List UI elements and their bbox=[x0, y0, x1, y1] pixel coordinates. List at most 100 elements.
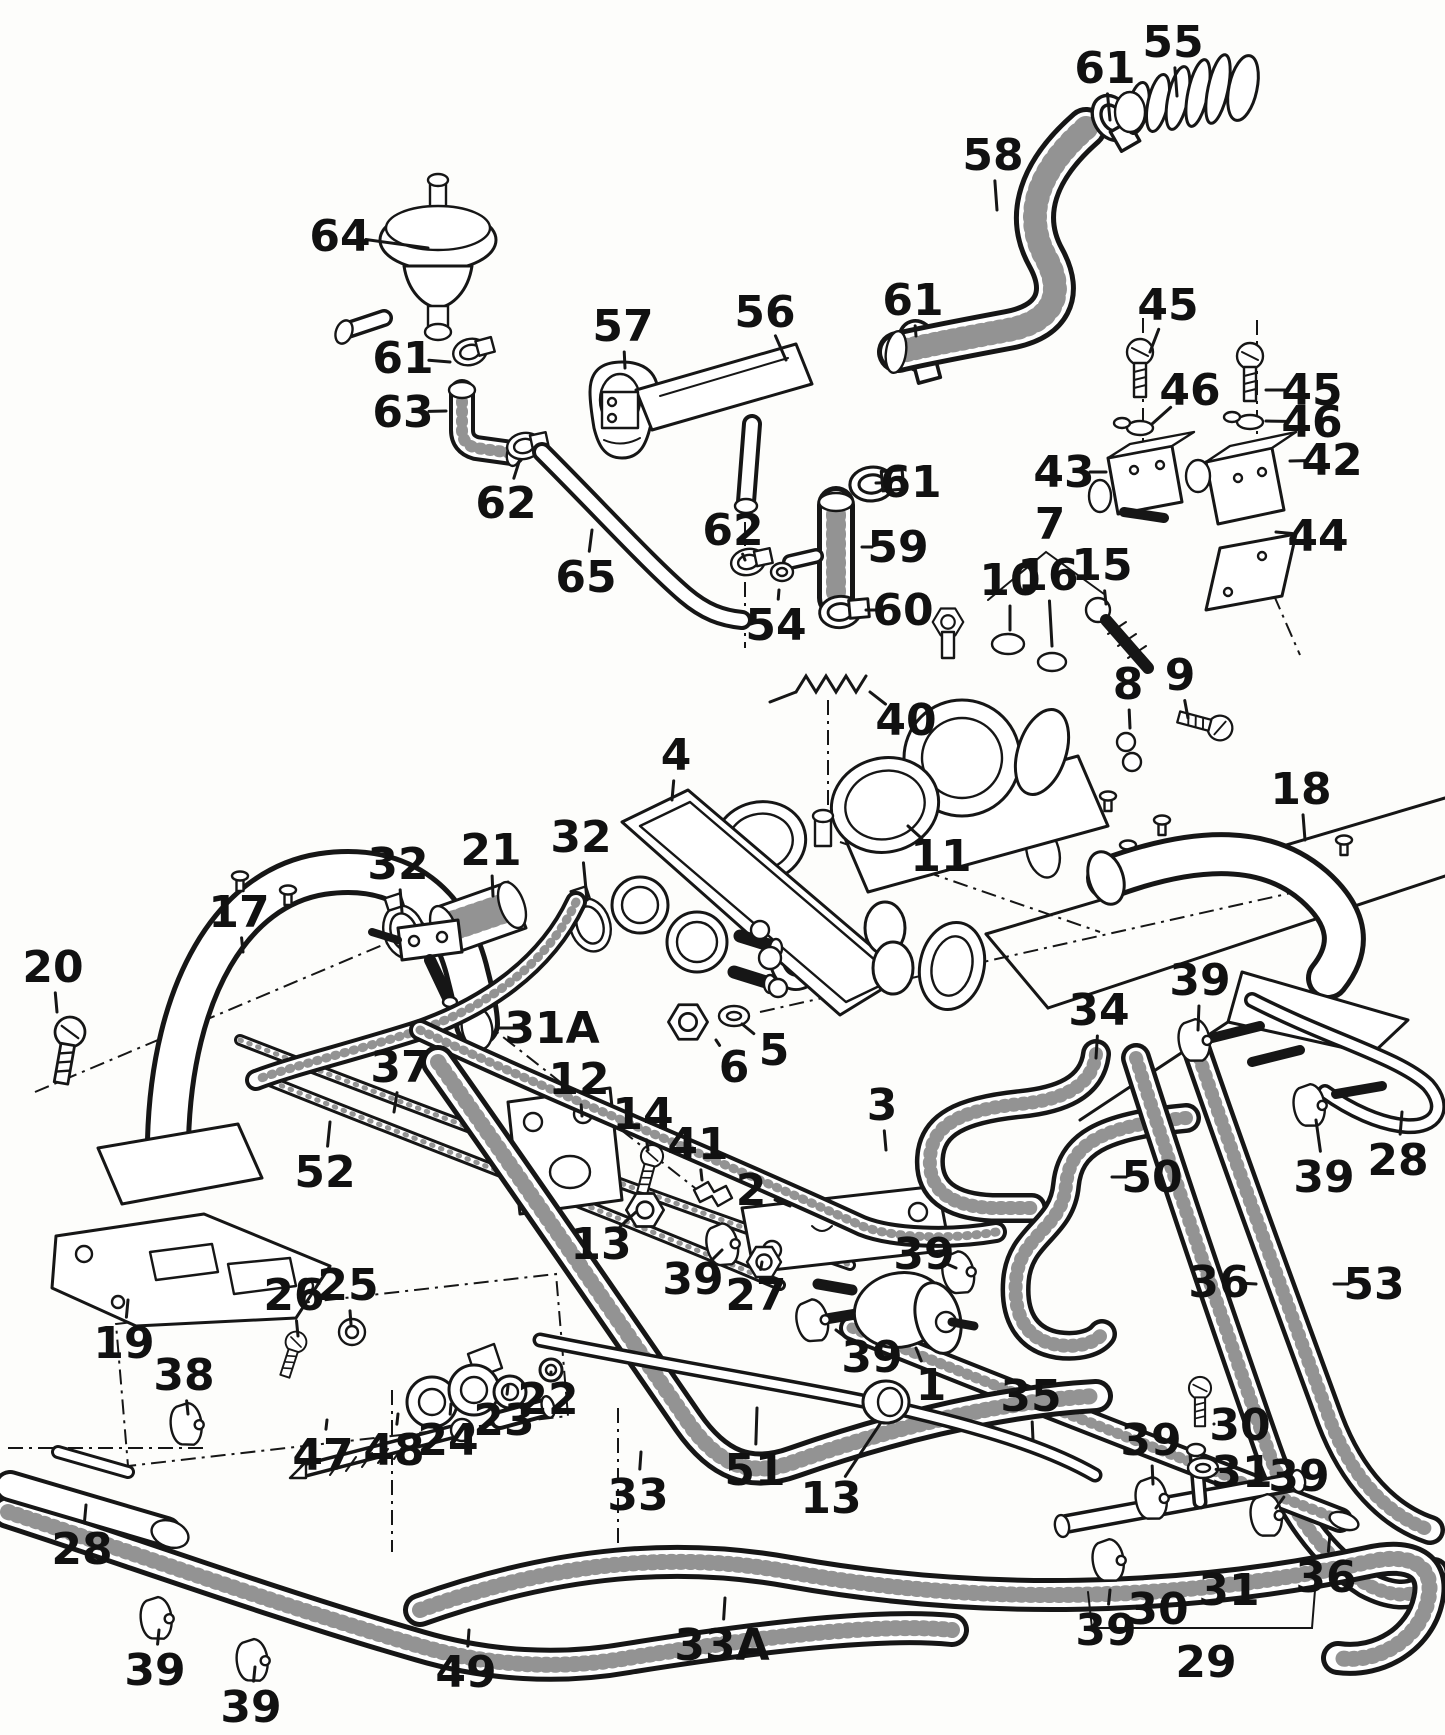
part-number-label: 15 bbox=[1071, 540, 1132, 591]
part-number-label: 56 bbox=[734, 287, 795, 338]
leader-line bbox=[581, 861, 589, 902]
washer-25 bbox=[337, 1317, 367, 1347]
part-number-label: 39 bbox=[841, 1332, 902, 1383]
leader-line bbox=[1183, 699, 1190, 720]
part-number-label: 62 bbox=[702, 505, 763, 556]
part-number-label: 36 bbox=[1188, 1257, 1249, 1308]
hose-35 bbox=[852, 1328, 1360, 1534]
hose-58 bbox=[883, 128, 1086, 375]
part-number-label: 51 bbox=[724, 1445, 785, 1496]
part-number-label: 58 bbox=[962, 130, 1023, 181]
leader-line bbox=[1148, 327, 1161, 354]
part-number-label: 59 bbox=[867, 522, 928, 573]
leader-line bbox=[1094, 1034, 1099, 1060]
leader-line bbox=[1326, 1532, 1332, 1553]
part-number-label: 6 bbox=[719, 1042, 750, 1093]
part-number-label: 28 bbox=[51, 1524, 112, 1575]
leader-line bbox=[638, 1450, 643, 1471]
part-number-label: 14 bbox=[612, 1089, 673, 1140]
part-number-label: 64 bbox=[309, 211, 370, 262]
part-number-label: 61 bbox=[1074, 43, 1135, 94]
oring-10 bbox=[990, 632, 1026, 656]
part-number-label: 1 bbox=[916, 1360, 947, 1411]
part-number-label: 39 bbox=[1268, 1451, 1329, 1502]
leader-line bbox=[834, 1328, 853, 1343]
leader-line bbox=[993, 179, 999, 212]
part-number-label: 61 bbox=[372, 333, 433, 384]
switch-42 bbox=[1184, 430, 1298, 526]
part-number-label: 62 bbox=[475, 478, 536, 529]
part-number-label: 39 bbox=[124, 1645, 185, 1696]
clamp-61 bbox=[449, 332, 498, 371]
leader-line bbox=[427, 358, 452, 364]
part-number-label: 13 bbox=[570, 1219, 631, 1270]
part-number-label: 12 bbox=[548, 1054, 609, 1105]
oring-16 bbox=[1036, 651, 1068, 673]
part-number-label: 11 bbox=[910, 831, 971, 882]
leader-line bbox=[326, 1120, 332, 1148]
stud bbox=[1334, 834, 1354, 857]
leader-line bbox=[709, 1248, 724, 1263]
part-number-label: 33A bbox=[674, 1620, 769, 1671]
leader-line bbox=[185, 1399, 190, 1416]
leader-line bbox=[295, 1319, 300, 1338]
part-number-label: 31 bbox=[1198, 1565, 1259, 1616]
leader-line bbox=[1214, 1467, 1224, 1472]
part-number-label: 37 bbox=[370, 1042, 431, 1093]
leader-line bbox=[1196, 1004, 1201, 1032]
part-number-label: 8 bbox=[1113, 659, 1144, 710]
part-number-label: 24 bbox=[417, 1415, 478, 1466]
part-number-label: 7 bbox=[1035, 499, 1066, 550]
part-number-label: 23 bbox=[473, 1395, 534, 1446]
screw-45-right bbox=[1235, 341, 1265, 403]
clip-8 bbox=[1115, 731, 1143, 773]
part-number-label: 10 bbox=[979, 555, 1040, 606]
part-number-label: 40 bbox=[875, 695, 936, 746]
part-number-label: 5 bbox=[759, 1025, 790, 1076]
leader-line bbox=[1301, 813, 1307, 842]
leader-line bbox=[776, 588, 781, 601]
seal-23 bbox=[492, 1374, 528, 1410]
washer-46-left bbox=[1112, 416, 1155, 437]
leader-line bbox=[741, 552, 747, 562]
leader-line bbox=[1314, 1118, 1322, 1153]
leader-line bbox=[587, 528, 594, 553]
leader-line bbox=[843, 1422, 882, 1478]
part-number-label: 30 bbox=[1209, 1400, 1270, 1451]
leader-line bbox=[773, 1198, 792, 1208]
bracket-29 bbox=[1087, 1589, 1316, 1629]
part-number-label: 38 bbox=[153, 1350, 214, 1401]
leader-line bbox=[1243, 1281, 1258, 1286]
leader-line bbox=[1105, 92, 1112, 122]
leader-line bbox=[754, 1406, 759, 1446]
rod-47 bbox=[288, 1417, 475, 1480]
nut-13 bbox=[624, 1192, 666, 1228]
leader-line bbox=[914, 1346, 923, 1363]
leader-line bbox=[82, 1503, 88, 1525]
leader-line bbox=[1173, 66, 1179, 98]
leader-line bbox=[1398, 1110, 1404, 1136]
valve-64 bbox=[334, 172, 498, 345]
part-number-label: 17 bbox=[208, 887, 269, 938]
boot-55 bbox=[1113, 53, 1260, 136]
clip-41 bbox=[692, 1180, 734, 1208]
leader-line bbox=[1047, 599, 1054, 648]
part-number-label: 20 bbox=[22, 942, 83, 993]
leader-line bbox=[622, 350, 627, 370]
plate-44 bbox=[1204, 532, 1298, 612]
part-number-label: 3 bbox=[867, 1080, 898, 1131]
leader-line bbox=[906, 824, 924, 841]
part-number-label: 48 bbox=[363, 1425, 424, 1476]
washer-5 bbox=[717, 1004, 751, 1028]
part-number-label: 49 bbox=[435, 1647, 496, 1698]
leader-line bbox=[670, 779, 676, 802]
part-number-label: 31 bbox=[1211, 1447, 1272, 1498]
part-number-label: 39 bbox=[1120, 1415, 1181, 1466]
part-number-label: 41 bbox=[667, 1119, 728, 1170]
leader-line bbox=[882, 1129, 888, 1152]
bolt-20 bbox=[44, 1013, 89, 1087]
leader-line bbox=[618, 1210, 638, 1228]
bolt-30 bbox=[1187, 1375, 1213, 1428]
leader-line bbox=[1030, 1420, 1035, 1442]
